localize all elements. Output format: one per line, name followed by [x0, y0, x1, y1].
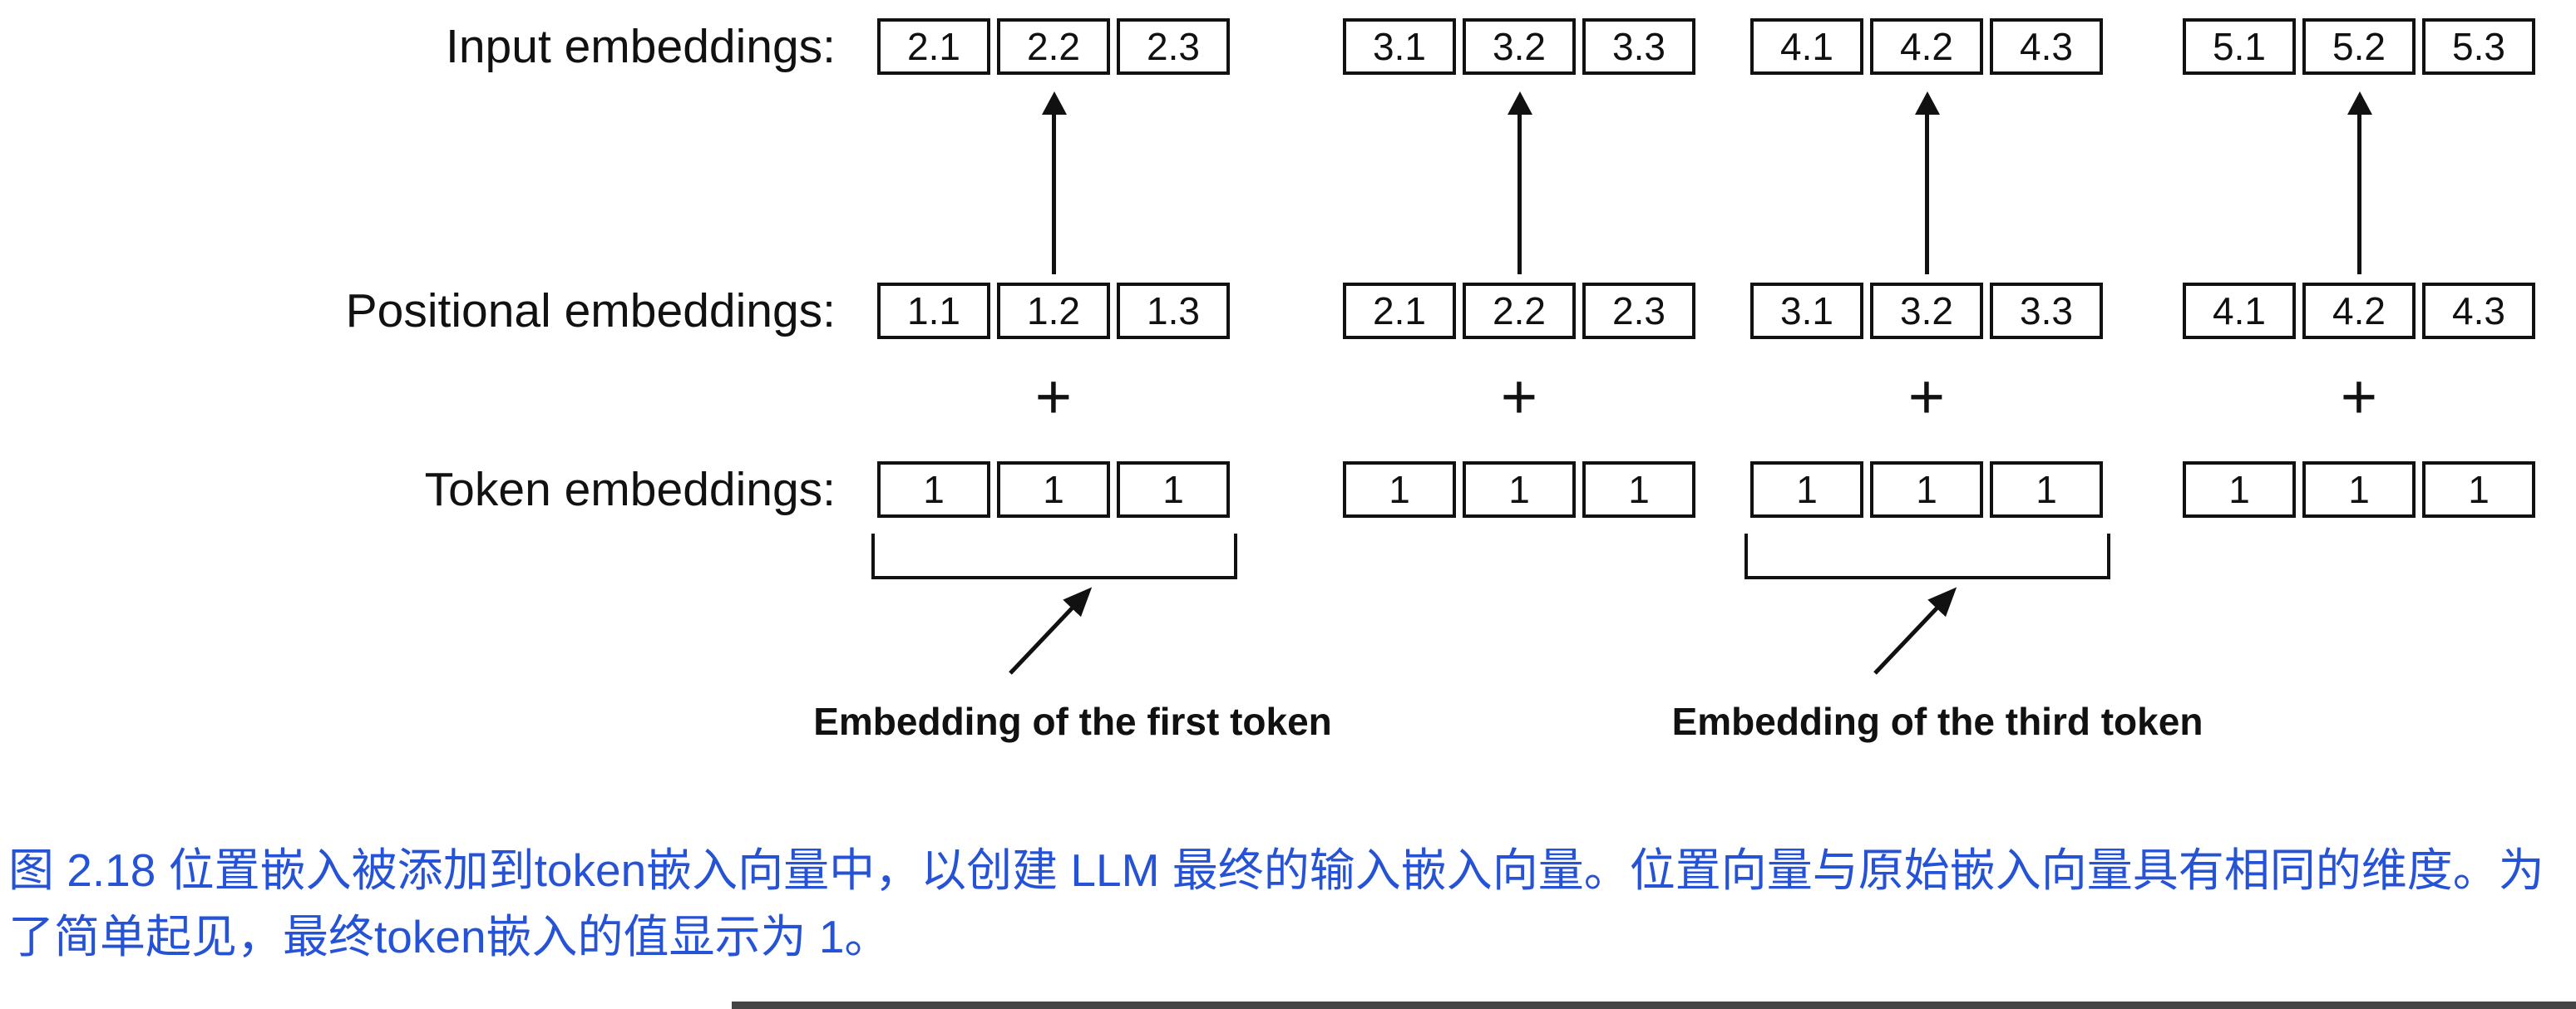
- embedding-cell: 1.1: [877, 283, 990, 339]
- embedding-cell: 1: [1117, 461, 1230, 518]
- embedding-cell: 1: [877, 461, 990, 518]
- embedding-cell: 2.1: [1343, 283, 1456, 339]
- embedding-cell: 4.1: [2183, 283, 2296, 339]
- embedding-cell: 1: [1750, 461, 1863, 518]
- embedding-cell: 1: [2302, 461, 2416, 518]
- embedding-cell: 1: [1990, 461, 2103, 518]
- embedding-cell: 3.3: [1582, 18, 1695, 75]
- embedding-cell: 4.2: [2302, 283, 2416, 339]
- embedding-cell: 1: [1463, 461, 1576, 518]
- input-embeddings-label: Input embeddings:: [446, 20, 836, 73]
- positional-embeddings-group-4: 4.1 4.2 4.3: [2183, 283, 2535, 339]
- embedding-cell: 1: [1870, 461, 1983, 518]
- input-embeddings-group-1: 2.1 2.2 2.3: [877, 18, 1230, 75]
- token-embeddings-group-1: 1 1 1: [877, 461, 1230, 518]
- positional-embeddings-group-2: 2.1 2.2 2.3: [1343, 283, 1695, 339]
- token-bracket-first: [871, 534, 1237, 579]
- embedding-cell: 1: [2422, 461, 2535, 518]
- token-embeddings-group-4: 1 1 1: [2183, 461, 2535, 518]
- plus-operator: +: [1034, 362, 1073, 432]
- token-bracket-third: [1744, 534, 2110, 579]
- up-arrow-icon: [2347, 91, 2372, 274]
- embedding-cell: 1: [997, 461, 1110, 518]
- third-token-annotation: Embedding of the third token: [1671, 700, 2203, 743]
- up-arrow-icon: [1914, 91, 1940, 274]
- plus-operator: +: [1500, 362, 1538, 432]
- plus-operator: +: [1907, 362, 1946, 432]
- plus-operator: +: [2340, 362, 2378, 432]
- embedding-cell: 1: [1343, 461, 1456, 518]
- embedding-cell: 4.2: [1870, 18, 1983, 75]
- input-embeddings-group-4: 5.1 5.2 5.3: [2183, 18, 2535, 75]
- embedding-cell: 1: [2183, 461, 2296, 518]
- embedding-cell: 3.2: [1870, 283, 1983, 339]
- positional-embeddings-group-1: 1.1 1.2 1.3: [877, 283, 1230, 339]
- input-embeddings-group-2: 3.1 3.2 3.3: [1343, 18, 1695, 75]
- embedding-cell: 3.3: [1990, 283, 2103, 339]
- embedding-cell: 1: [1582, 461, 1695, 518]
- embedding-cell: 2.2: [997, 18, 1110, 75]
- embedding-cell: 5.2: [2302, 18, 2416, 75]
- embedding-cell: 2.2: [1463, 283, 1576, 339]
- up-arrow-icon: [1041, 91, 1067, 274]
- embedding-cell: 5.1: [2183, 18, 2296, 75]
- embedding-cell: 2.1: [877, 18, 990, 75]
- embedding-cell: 4.3: [2422, 283, 2535, 339]
- positional-embeddings-group-3: 3.1 3.2 3.3: [1750, 283, 2103, 339]
- embedding-cell: 2.3: [1117, 18, 1230, 75]
- token-embeddings-group-2: 1 1 1: [1343, 461, 1695, 518]
- figure-caption: 图 2.18 位置嵌入被添加到token嵌入向量中，以创建 LLM 最终的输入嵌…: [8, 844, 2544, 962]
- token-embeddings-label: Token embeddings:: [424, 463, 836, 516]
- embedding-cell: 3.2: [1463, 18, 1576, 75]
- embedding-cell: 5.3: [2422, 18, 2535, 75]
- annotation-arrow-icon: [1873, 587, 1957, 675]
- annotation-arrow-icon: [1009, 587, 1093, 675]
- bottom-crop-artifact: [732, 1002, 2576, 1009]
- embedding-cell: 4.3: [1990, 18, 2103, 75]
- embedding-cell: 3.1: [1343, 18, 1456, 75]
- first-token-annotation: Embedding of the first token: [813, 700, 1332, 743]
- up-arrow-icon: [1507, 91, 1532, 274]
- token-embeddings-group-3: 1 1 1: [1750, 461, 2103, 518]
- positional-embeddings-label: Positional embeddings:: [345, 284, 836, 337]
- embedding-cell: 3.1: [1750, 283, 1863, 339]
- embedding-cell: 4.1: [1750, 18, 1863, 75]
- embedding-cell: 1.3: [1117, 283, 1230, 339]
- embedding-cell: 2.3: [1582, 283, 1695, 339]
- embedding-cell: 1.2: [997, 283, 1110, 339]
- input-embeddings-group-3: 4.1 4.2 4.3: [1750, 18, 2103, 75]
